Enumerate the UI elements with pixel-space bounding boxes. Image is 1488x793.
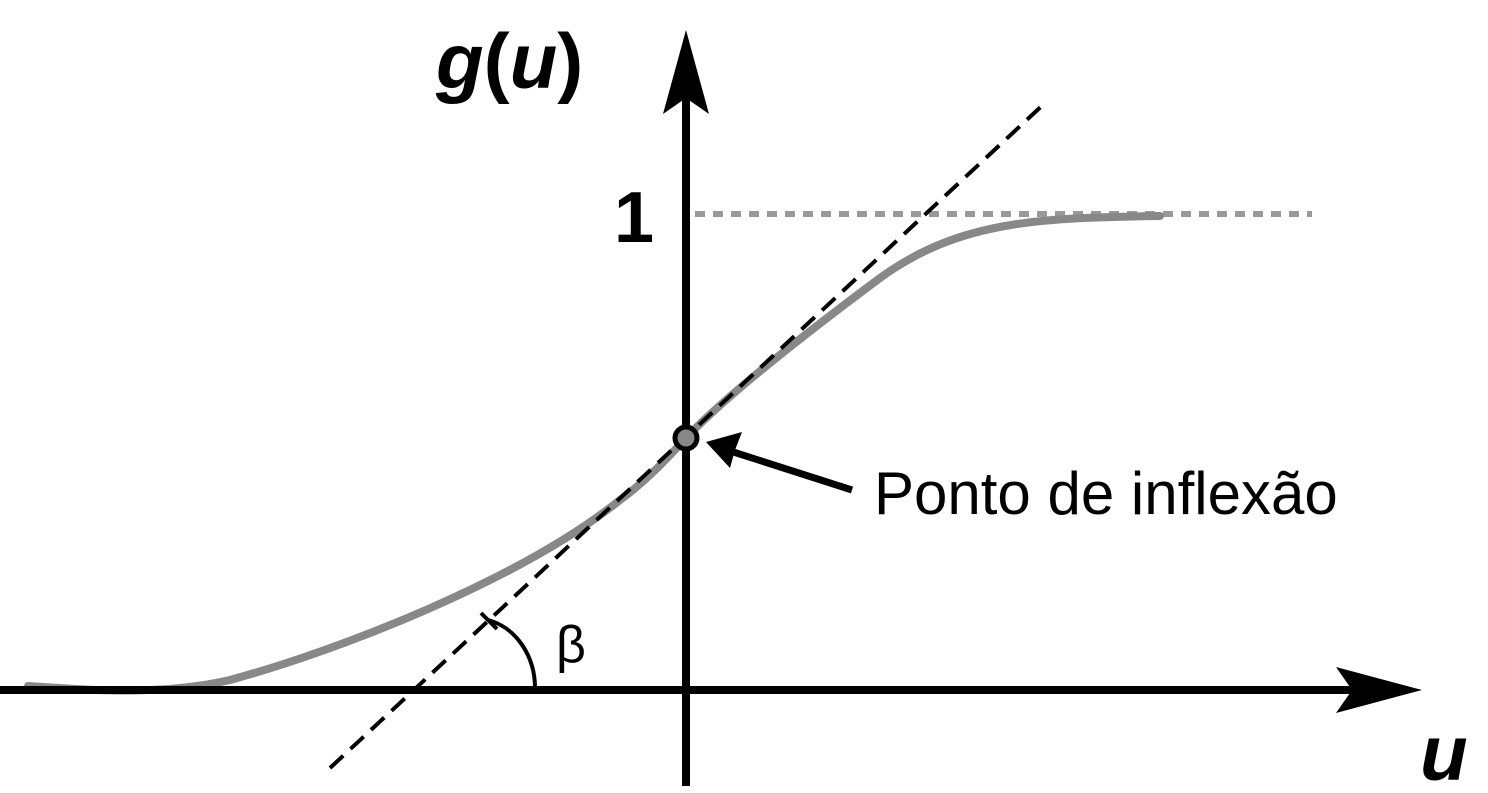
angle-arc <box>487 618 538 691</box>
y-axis-arrowhead <box>663 30 709 114</box>
angle-arc-tick <box>479 611 499 631</box>
y-axis-label-close-paren: ) <box>557 17 583 105</box>
x-axis-label: u <box>1420 709 1468 793</box>
inflection-label: Ponto de inflexão <box>874 460 1338 527</box>
y-axis-label-open-paren: ( <box>484 17 510 105</box>
y-axis-label-func: g <box>435 17 484 105</box>
y-axis-label-var: u <box>510 17 558 105</box>
inflection-arrowhead <box>706 432 742 468</box>
tick-label-one: 1 <box>614 178 654 258</box>
sigmoid-curve <box>24 212 1164 695</box>
inflection-point <box>672 424 700 452</box>
y-axis-label: g(u) <box>435 17 583 105</box>
x-axis-arrowhead <box>1336 667 1422 713</box>
angle-label-beta: β <box>556 616 586 674</box>
inflection-arrow <box>722 445 854 494</box>
